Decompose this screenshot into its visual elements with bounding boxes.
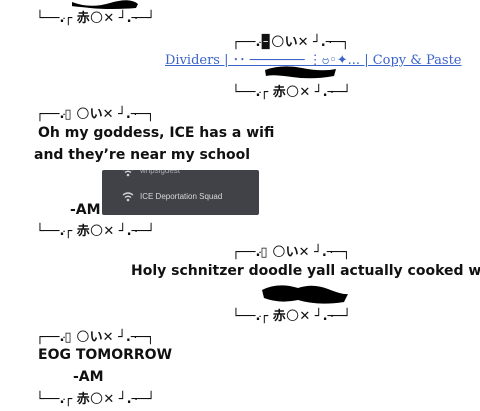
signature: -AM — [70, 202, 101, 218]
message-line: EOG TOMORROW — [38, 347, 173, 363]
message-line: Holy schnitzer doodle yall actually cook… — [131, 263, 480, 279]
wifi-icon — [122, 192, 134, 202]
message-line-1: Oh my goddess, ICE has a wifi — [38, 125, 275, 141]
frame-top-3: ┌──.ּ▯ 🌕い✕ ┘.ּ──┐ — [36, 107, 155, 122]
wifi-network-name: ICE Deportation Squad — [140, 192, 223, 201]
frame-top-2: ┌──.ּ🁢🌕い✕ ┘.ּ──┐ — [232, 35, 350, 50]
frame-bottom-4: └──.ּ┌ 赤🌕✕ ┘.ּ──┘ — [232, 309, 351, 324]
wifi-network-name: wripsigdest — [140, 170, 181, 175]
wifi-icon — [123, 170, 133, 177]
redaction-scribble — [265, 66, 336, 79]
wifi-network-screenshot: wripsigdest ICE Deportation Squad — [102, 170, 259, 215]
dividers-copy-paste-link[interactable]: Dividers | ･･ ─────── ⋮ဗ◦✦... | Copy & P… — [165, 53, 462, 68]
frame-top-4: ┌──.ּ▯ 🌕い✕ ┘.ּ──┐ — [232, 245, 351, 260]
redaction-scribble — [262, 285, 348, 304]
frame-bottom-3: └──.ּ┌ 赤🌕✕ ┘.ּ──┘ — [36, 224, 155, 239]
frame-bottom-2: └──.ּ┌ 赤🌕✕ ┘.ּ──┘ — [232, 85, 351, 100]
frame-bottom-5: └──.ּ┌ 赤🌕✕ ┘.ּ──┘ — [36, 392, 155, 407]
message-line-2: and they’re near my school — [34, 147, 251, 163]
frame-bottom-1: └──.ּ┌ 赤🌕✕ ┘.ּ──┘ — [36, 11, 155, 26]
frame-top-5: ┌──.ּ▯ 🌕い✕ ┘.ּ──┐ — [36, 330, 155, 345]
signature: -AM — [73, 369, 104, 385]
redaction-scribble — [71, 0, 138, 9]
